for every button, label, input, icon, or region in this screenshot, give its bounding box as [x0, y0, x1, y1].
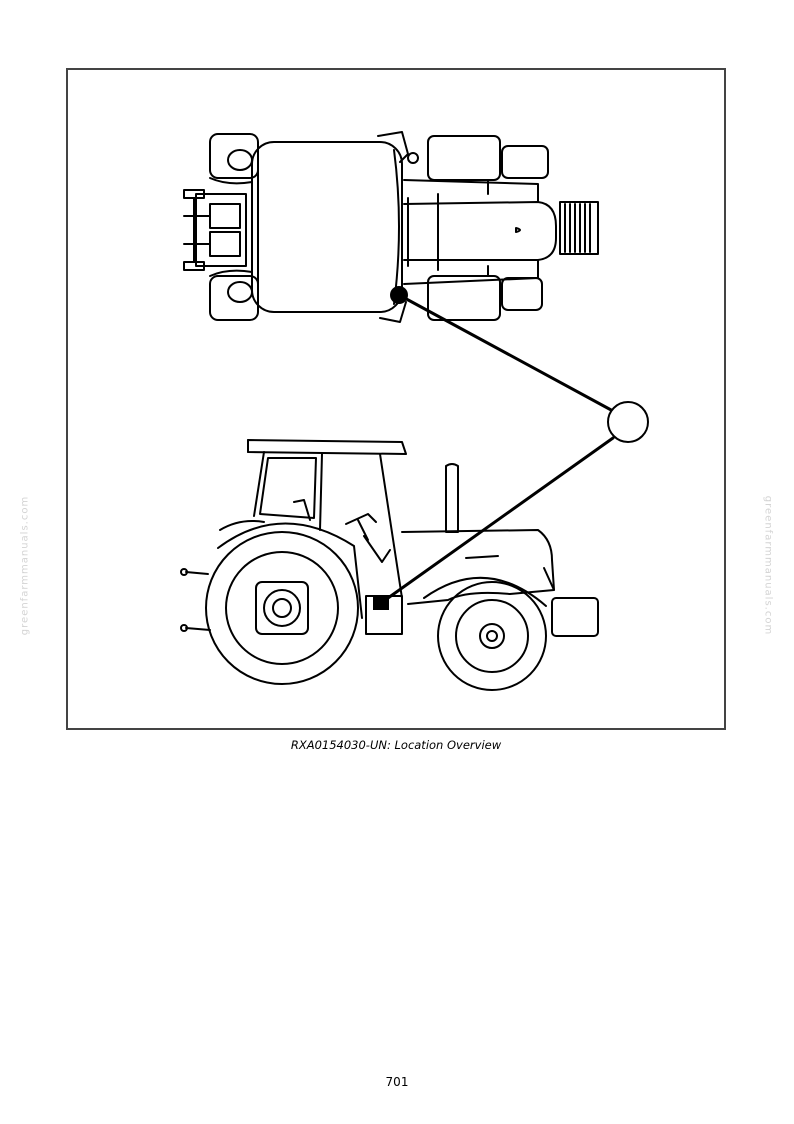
- tractor-location-diagram: [180, 131, 649, 691]
- watermark-left: greenfarmmanuals.com: [19, 495, 31, 636]
- figure-frame: [66, 68, 726, 730]
- location-callout: [373, 286, 649, 610]
- tractor-side-view: [180, 439, 599, 691]
- location-callout-circle-icon: [607, 401, 649, 443]
- watermark-right: greenfarmmanuals.com: [762, 495, 774, 636]
- tractor-top-view: [183, 131, 599, 323]
- figure-caption: RXA0154030-UN: Location Overview: [290, 738, 502, 752]
- page-number: 701: [385, 1075, 409, 1089]
- location-marker-side-view: [373, 596, 389, 610]
- location-marker-top-view: [390, 286, 408, 304]
